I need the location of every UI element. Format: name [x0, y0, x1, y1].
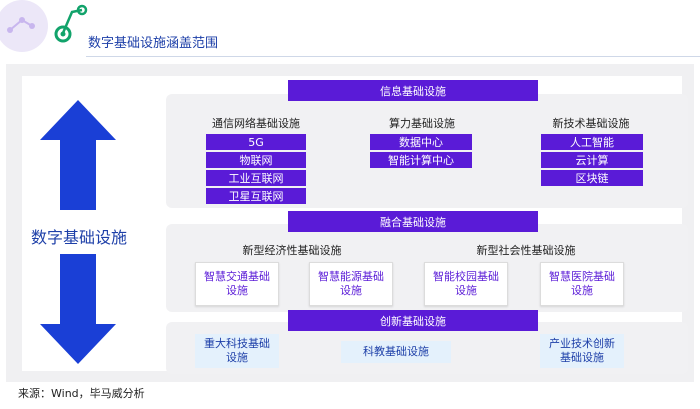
group-title-economic: 新型经济性基础设施 — [242, 244, 342, 257]
up-arrow-icon — [40, 100, 116, 210]
item-satellite-internet: 卫星互联网 — [206, 188, 306, 204]
card-smart-transport: 智慧交通基础设施 — [195, 262, 279, 306]
item-intelligent-computing-center: 智能计算中心 — [370, 152, 472, 168]
item-blockchain: 区块链 — [541, 170, 643, 186]
card-major-sci-tech: 重大科技基础设施 — [195, 334, 279, 368]
item-iot: 物联网 — [206, 152, 306, 168]
group-title-network: 通信网络基础设施 — [212, 117, 300, 130]
card-smart-energy: 智慧能源基础设施 — [309, 262, 393, 306]
item-data-center: 数据中心 — [370, 134, 472, 150]
item-ai: 人工智能 — [541, 134, 643, 150]
source-note: 来源：Wind，毕马威分析 — [18, 387, 145, 400]
item-5g: 5G — [206, 134, 306, 150]
card-industry-tech-innovation: 产业技术创新基础设施 — [540, 334, 624, 368]
card-smart-campus: 智能校园基础设施 — [424, 262, 508, 306]
group-title-computing: 算力基础设施 — [389, 117, 455, 130]
header-divider — [86, 56, 700, 57]
card-sci-edu: 科教基础设施 — [341, 341, 451, 363]
card-smart-hospital: 智慧医院基础设施 — [540, 262, 624, 306]
group-title-new-tech: 新技术基础设施 — [552, 117, 630, 130]
item-cloud-computing: 云计算 — [541, 152, 643, 168]
item-industrial-internet: 工业互联网 — [206, 170, 306, 186]
fusion-infra-title: 融合基础设施 — [288, 211, 538, 232]
side-label: 数字基础设施 — [31, 228, 128, 247]
down-arrow-icon — [40, 254, 116, 364]
group-title-social: 新型社会性基础设施 — [476, 244, 576, 257]
header-logo-icon — [0, 0, 88, 52]
page-title: 数字基础设施涵盖范围 — [88, 36, 219, 51]
info-infra-title: 信息基础设施 — [288, 80, 538, 101]
innovation-infra-title: 创新基础设施 — [288, 310, 538, 331]
